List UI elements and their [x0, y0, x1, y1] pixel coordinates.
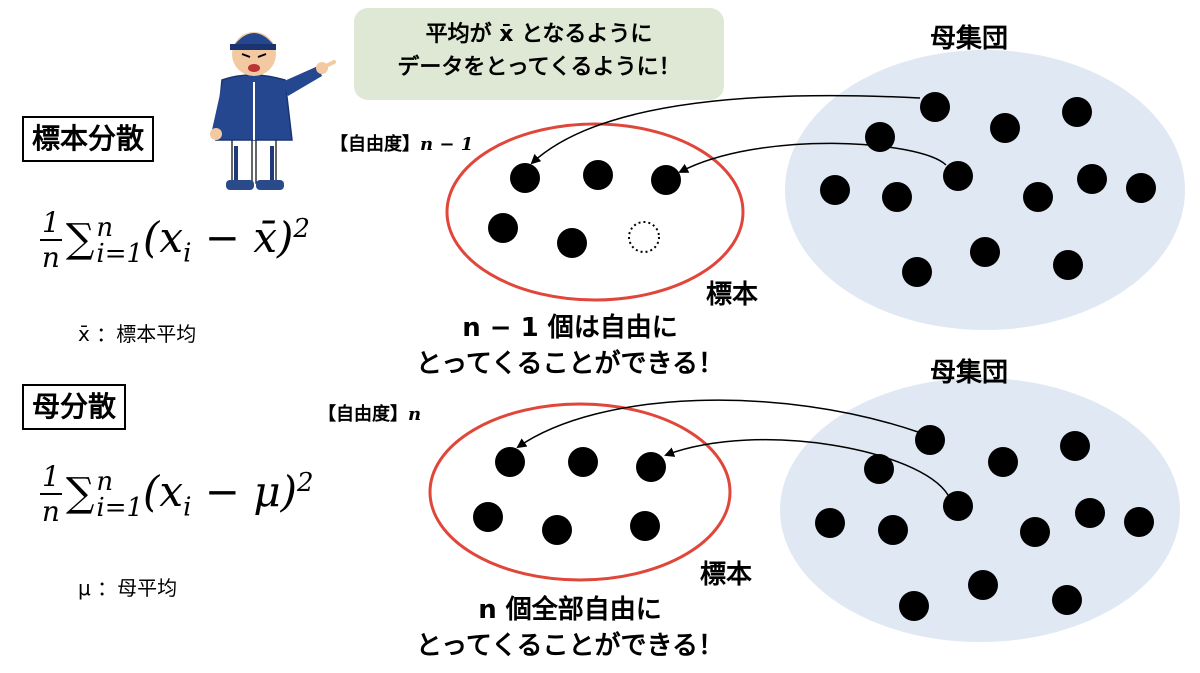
- sample-dot: [630, 511, 660, 541]
- population-dot: [915, 425, 945, 455]
- dof-value: n − 1: [420, 134, 474, 155]
- sum-upper: n: [96, 213, 114, 244]
- sample-mean-note: x̄ ：標本平均: [78, 322, 197, 346]
- sum-lower: i=1: [96, 239, 144, 270]
- sample-label-bottom: 標本: [700, 560, 753, 590]
- population-dot: [990, 113, 1020, 143]
- sum-symbol: ∑: [65, 470, 95, 517]
- population-dot: [902, 257, 932, 287]
- sample-ellipse-bottom: [428, 402, 732, 582]
- population-ellipse-bottom: [780, 378, 1180, 642]
- formula-numerator: 1: [40, 206, 62, 241]
- population-caption-line-2: とってくることができる！: [415, 631, 725, 662]
- population-dots-bottom: [815, 425, 1154, 621]
- sample-dot: [636, 452, 666, 482]
- population-dot: [968, 570, 998, 600]
- population-dot: [920, 92, 950, 122]
- formula-numerator: 1: [40, 460, 62, 495]
- formula-mid: − μ): [191, 467, 298, 517]
- sample-label-top: 標本: [706, 280, 759, 310]
- population-dot: [899, 591, 929, 621]
- population-dot: [943, 491, 973, 521]
- sample-dot: [510, 163, 540, 193]
- arrow-bottom-1: [516, 399, 919, 449]
- arrow-top-2: [678, 142, 947, 173]
- sample-dot: [488, 213, 518, 243]
- sample-dot-empty: [628, 221, 660, 253]
- sum-upper: n: [96, 467, 114, 498]
- population-dot: [943, 161, 973, 191]
- sample-caption-line-2: とってくることができる！: [415, 349, 725, 380]
- sample-dot: [495, 447, 525, 477]
- dof-label: 【自由度】: [318, 404, 408, 425]
- population-dot: [1052, 585, 1082, 615]
- sample-variance-title: 標本分散: [22, 116, 155, 162]
- coach-illustration: [210, 32, 336, 190]
- population-caption: n 個全部自由に とってくることができる！: [390, 592, 750, 665]
- sample-dot: [542, 515, 572, 545]
- speech-line-2: データをとってくるように！: [397, 55, 681, 80]
- population-caption-line-1: n 個全部自由に: [478, 595, 662, 625]
- sample-dot: [651, 165, 681, 195]
- population-dot: [970, 237, 1000, 267]
- formula-denominator: n: [41, 494, 60, 528]
- formula-denominator: n: [41, 240, 60, 274]
- speech-bubble: 平均が x̄ となるように データをとってくるように！: [354, 8, 724, 100]
- population-dots-top: [820, 92, 1156, 287]
- population-dot: [815, 508, 845, 538]
- formula-body: (x: [143, 213, 184, 263]
- population-variance-title: 母分散: [22, 384, 127, 430]
- sample-dof: 【自由度】n − 1: [330, 130, 473, 156]
- population-dot: [878, 515, 908, 545]
- sample-dot: [473, 502, 503, 532]
- population-dot: [1020, 517, 1050, 547]
- formula-superscript: 2: [293, 214, 310, 245]
- formula-mid: − x̄): [191, 213, 294, 263]
- population-dot: [1126, 173, 1156, 203]
- population-dot: [1053, 250, 1083, 280]
- population-dot: [1062, 97, 1092, 127]
- speech-line-1: 平均が x̄ となるように: [425, 22, 653, 47]
- population-label-bottom: 母集団: [930, 358, 1009, 388]
- population-dot: [1077, 164, 1107, 194]
- population-label-top: 母集団: [930, 24, 1009, 54]
- population-dof: 【自由度】n: [318, 400, 421, 426]
- dof-label: 【自由度】: [330, 134, 420, 155]
- sample-ellipse-top: [445, 122, 745, 302]
- sum-lower: i=1: [96, 493, 144, 524]
- population-dot: [820, 175, 850, 205]
- sample-dot: [568, 447, 598, 477]
- arrow-bottom-2: [664, 439, 949, 496]
- formula-subscript: i: [183, 492, 192, 523]
- population-dot: [1124, 507, 1154, 537]
- dof-value: n: [408, 404, 422, 425]
- sample-dots-top: [488, 160, 681, 258]
- population-dot: [1075, 498, 1105, 528]
- population-dot: [1060, 431, 1090, 461]
- population-mean-note: μ ：母平均: [78, 576, 178, 600]
- sample-dot: [583, 160, 613, 190]
- population-dot: [864, 454, 894, 484]
- sample-caption-line-1: n − 1 個は自由に: [462, 313, 678, 343]
- formula-subscript: i: [183, 238, 192, 269]
- sum-symbol: ∑: [65, 216, 95, 263]
- arrow-top-1: [530, 94, 921, 165]
- formula-body: (x: [143, 467, 184, 517]
- sample-caption: n − 1 個は自由に とってくることができる！: [390, 310, 750, 383]
- population-dot: [882, 182, 912, 212]
- population-dot: [1023, 182, 1053, 212]
- formula-superscript: 2: [297, 468, 314, 499]
- sample-dot: [557, 228, 587, 258]
- sample-dots-bottom: [473, 447, 666, 545]
- population-dot: [988, 447, 1018, 477]
